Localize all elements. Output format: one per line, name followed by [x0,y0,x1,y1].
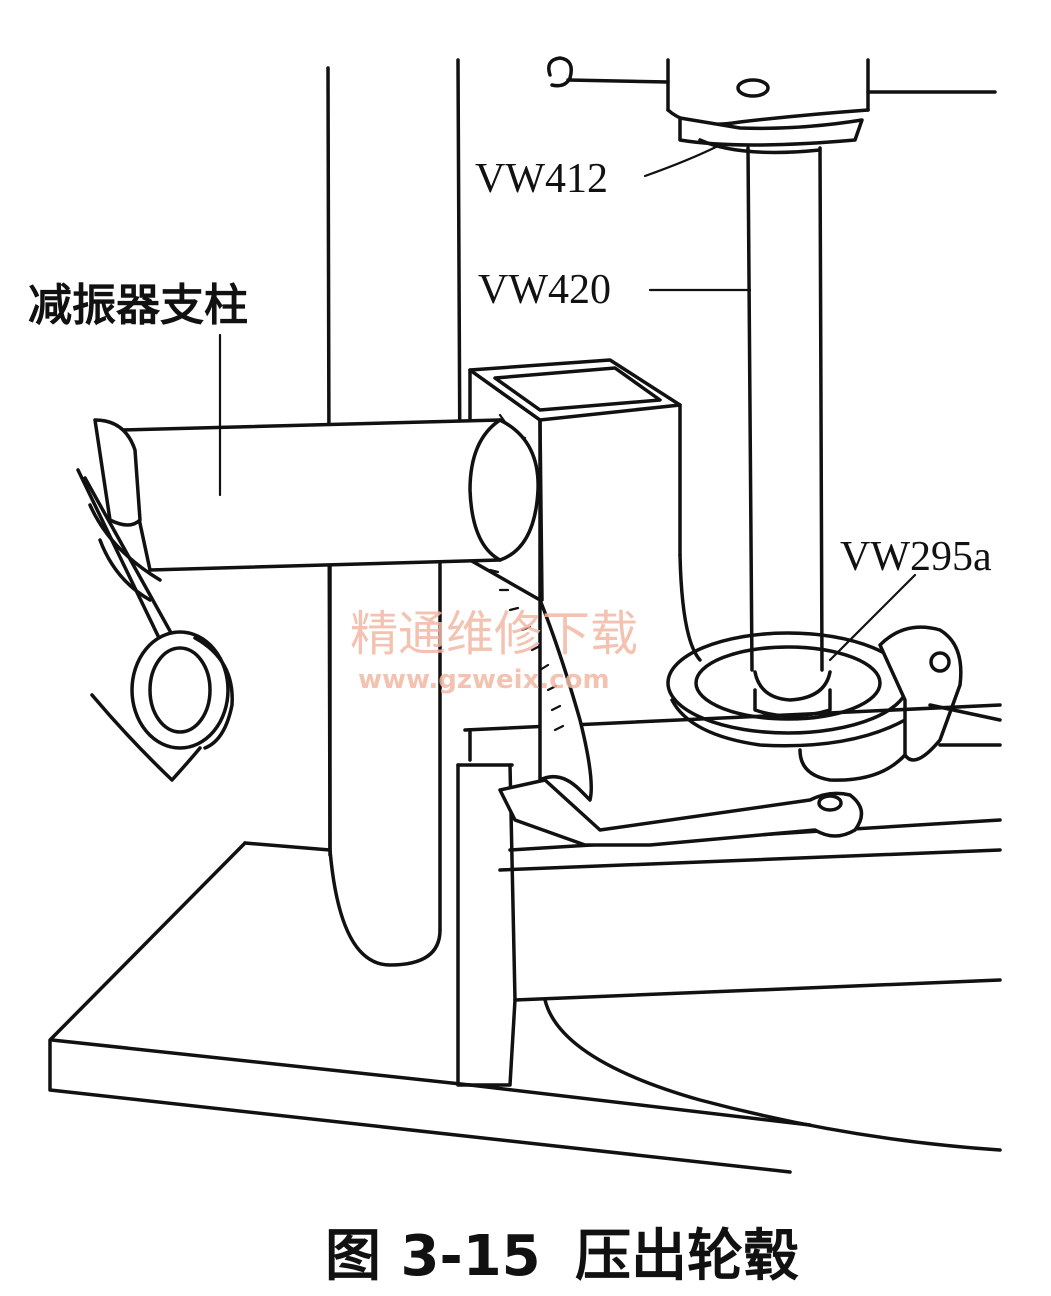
label-vw295a: VW295a [840,534,992,580]
press-ram [746,146,824,672]
label-vw412: VW412 [475,156,608,202]
watermark-url: www.gzweix.com [358,665,610,695]
press-lever [498,778,864,847]
leader-lines [218,143,917,662]
label-vw420: VW420 [478,267,611,313]
press-head [547,56,997,155]
figure-title: 压出轮毂 [575,1224,799,1289]
press-table [48,703,1002,1174]
label-strut: 减振器支柱 [28,280,248,331]
shock-absorber-strut [76,418,540,782]
figure-number: 图 3-15 [325,1224,541,1289]
watermark-text: 精通维修下载 [350,606,638,662]
support-ring [666,625,1002,782]
